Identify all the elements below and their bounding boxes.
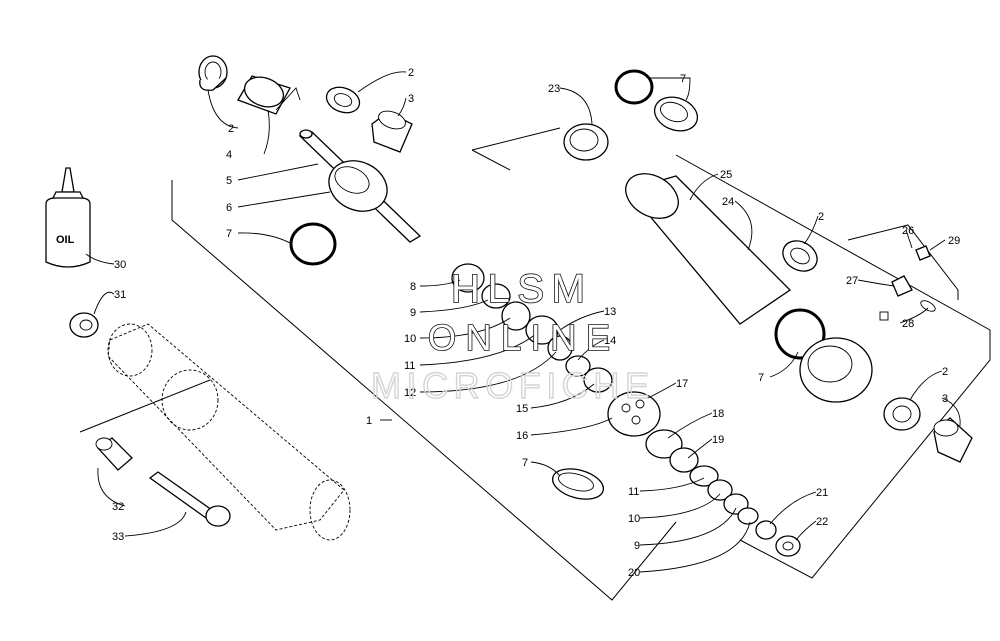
callout-13: 13 bbox=[604, 306, 616, 318]
callout-1: 1 bbox=[366, 415, 372, 427]
callout-8: 8 bbox=[410, 281, 416, 293]
valve-fitting-27 bbox=[879, 245, 936, 321]
reservoir-body bbox=[799, 337, 873, 403]
bolt-33 bbox=[148, 471, 231, 527]
cylinder-body-24 bbox=[625, 173, 792, 325]
sleeve-3b bbox=[933, 417, 973, 463]
nut-22 bbox=[775, 535, 801, 557]
callout-17: 17 bbox=[676, 378, 688, 390]
leader-lines bbox=[85, 71, 961, 573]
bushing-top-left bbox=[198, 55, 228, 91]
callout-33: 33 bbox=[112, 531, 124, 543]
callout-14: 14 bbox=[604, 335, 616, 347]
oil-label: OIL bbox=[56, 234, 75, 246]
sleeve-3a bbox=[371, 110, 413, 153]
oring-7d bbox=[774, 308, 826, 360]
callout-28: 28 bbox=[902, 318, 914, 330]
callout-3: 3 bbox=[408, 93, 414, 105]
callout-23: 23 bbox=[548, 83, 560, 95]
bushing-2c bbox=[782, 240, 818, 272]
callout-10: 10 bbox=[404, 333, 416, 345]
callout-5: 5 bbox=[226, 175, 232, 187]
callout-18: 18 bbox=[712, 408, 724, 420]
oring-7c bbox=[614, 69, 654, 105]
callout-24: 24 bbox=[722, 196, 734, 208]
oil-bottle-icon: OIL bbox=[45, 167, 91, 268]
callout-16: 16 bbox=[516, 430, 528, 442]
callout-2: 2 bbox=[818, 211, 824, 223]
callout-29: 29 bbox=[948, 235, 960, 247]
shock-assembly-outline bbox=[107, 323, 351, 541]
callout-7: 7 bbox=[758, 372, 764, 384]
callout-19: 19 bbox=[712, 434, 724, 446]
callout-21: 21 bbox=[816, 487, 828, 499]
callout-15: 15 bbox=[516, 403, 528, 415]
shim-stack-upper bbox=[451, 263, 613, 393]
sleeve-32 bbox=[95, 437, 133, 471]
callout-25: 25 bbox=[720, 169, 732, 181]
watermark-line-2: ONLINE bbox=[428, 317, 610, 358]
callout-7: 7 bbox=[226, 228, 232, 240]
watermark-line-3: MICROFICHE bbox=[371, 365, 649, 406]
callout-32: 32 bbox=[112, 501, 124, 513]
callout-20: 20 bbox=[628, 567, 640, 579]
bushing-2a bbox=[325, 86, 361, 114]
callout-11: 11 bbox=[628, 486, 639, 498]
shaft-body bbox=[328, 160, 388, 212]
callout-numbers: 2 2 3 4 5 6 7 30 31 8 9 10 11 12 13 14 1… bbox=[112, 67, 960, 579]
callout-3: 3 bbox=[942, 393, 948, 405]
bushing-2d bbox=[883, 397, 921, 431]
callout-10: 10 bbox=[628, 513, 640, 525]
callout-22: 22 bbox=[816, 516, 828, 528]
callout-7: 7 bbox=[680, 73, 686, 85]
nut-31 bbox=[69, 312, 99, 338]
shim-stack-lower bbox=[645, 429, 777, 540]
callout-27: 27 bbox=[846, 275, 858, 287]
reservoir-cap-23 bbox=[563, 123, 609, 161]
seal-ring-7c bbox=[653, 96, 699, 132]
callout-6: 6 bbox=[226, 202, 232, 214]
callout-4: 4 bbox=[226, 149, 232, 161]
callout-26: 26 bbox=[902, 225, 914, 237]
piston-16 bbox=[607, 391, 661, 437]
callout-2: 2 bbox=[942, 366, 948, 378]
callout-9: 9 bbox=[410, 307, 416, 319]
oring-7a bbox=[289, 222, 337, 266]
callout-2: 2 bbox=[408, 67, 414, 79]
callout-31: 31 bbox=[114, 289, 126, 301]
callout-11: 11 bbox=[404, 360, 415, 372]
callout-9: 9 bbox=[634, 540, 640, 552]
seal-ring-7b bbox=[551, 468, 605, 500]
watermark-line-1: HLSM bbox=[451, 267, 585, 311]
callout-2: 2 bbox=[228, 123, 234, 135]
sleeve-top-left bbox=[237, 75, 301, 115]
callout-30: 30 bbox=[114, 259, 126, 271]
callout-12: 12 bbox=[404, 387, 416, 399]
assembly-bracket-lines bbox=[79, 127, 991, 601]
callout-7: 7 bbox=[522, 457, 528, 469]
